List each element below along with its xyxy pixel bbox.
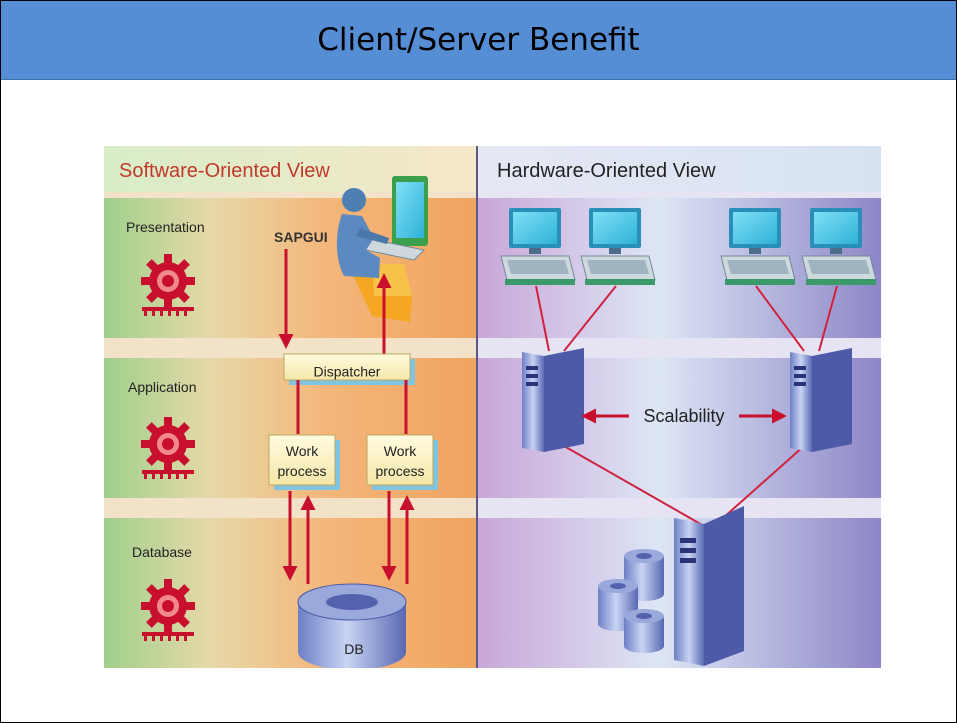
db-label: DB [344, 641, 363, 657]
work-process-2-line1: Work [384, 443, 417, 459]
db-cylinder-icon [297, 583, 407, 668]
layer-label-application: Application [128, 379, 197, 395]
db-disks-icon [598, 549, 664, 653]
dispatcher-box [283, 353, 415, 385]
work-process-1-line1: Work [286, 443, 319, 459]
layer-label-database: Database [132, 544, 192, 560]
work-process-box-1 [268, 434, 340, 490]
app-server-icon-2 [790, 348, 852, 452]
diagram-svg: Software-Oriented View Hardware-Oriented… [104, 146, 881, 668]
network-lines [535, 285, 838, 527]
work-process-1-line2: process [277, 463, 326, 479]
client-server-diagram: Software-Oriented View Hardware-Oriented… [104, 146, 881, 668]
db-server-icon [674, 506, 744, 666]
user-at-computer-icon [336, 176, 428, 322]
work-process-2-line2: process [375, 463, 424, 479]
title-bar: Client/Server Benefit [1, 1, 956, 80]
layer-label-presentation: Presentation [126, 219, 205, 235]
software-view-heading: Software-Oriented View [119, 160, 330, 182]
work-process-box-2 [366, 434, 438, 490]
app-server-icon-1 [522, 348, 584, 452]
hardware-view-heading: Hardware-Oriented View [497, 160, 716, 182]
slide-title: Client/Server Benefit [317, 22, 640, 58]
dispatcher-label: Dispatcher [314, 364, 381, 380]
sapgui-label: SAPGUI [274, 229, 328, 245]
scalability-label: Scalability [643, 406, 724, 426]
